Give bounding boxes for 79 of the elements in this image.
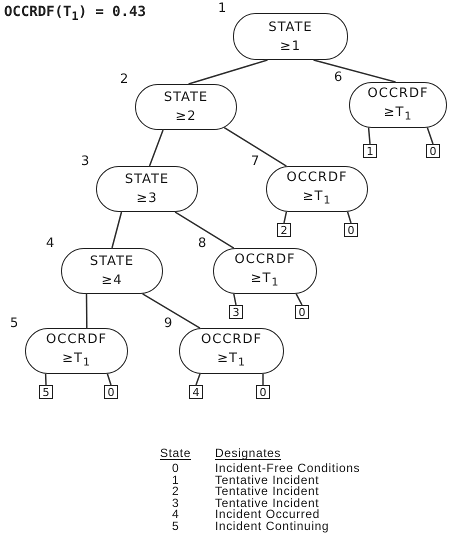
branch-line: [262, 374, 264, 385]
decision-node: [96, 166, 198, 212]
node-number: 1: [218, 1, 226, 16]
branch-line: [368, 128, 371, 144]
state-description: Tentative Incident: [215, 496, 320, 509]
node-label: OCCRDF: [286, 169, 348, 188]
node-label: OCCRDF: [46, 331, 107, 350]
node-label: STATE: [164, 89, 208, 107]
node-number: 6: [334, 70, 342, 85]
node-label: OCCRDF: [201, 331, 262, 350]
node-label: OCCRDF: [368, 85, 428, 104]
branch-line: [174, 211, 234, 249]
node-number: 8: [198, 236, 206, 251]
branch-line: [86, 294, 88, 328]
node-label: ≥T$_{1}$: [217, 350, 246, 371]
outcome-box: 3: [229, 305, 243, 319]
outcome-box: 0: [256, 385, 270, 399]
branch-line: [426, 128, 434, 144]
branch-line: [283, 212, 288, 224]
node-number: 4: [46, 236, 54, 251]
state-description: Incident-Free Conditions: [215, 462, 360, 474]
formula-note: OCCRDF(T$_{1}$) = 0.43: [4, 4, 146, 23]
column-header: Designates: [215, 447, 282, 459]
branch-line: [313, 59, 396, 83]
outcome-box: 0: [426, 144, 440, 158]
node-number: 2: [120, 72, 128, 87]
decision-node: [61, 248, 163, 294]
branch-line: [296, 294, 303, 306]
state-code: 1: [172, 474, 180, 486]
decision-node: [349, 82, 447, 128]
decision-node: [25, 328, 128, 374]
branch-line: [142, 293, 200, 329]
node-number: 5: [10, 316, 18, 331]
node-label: STATE: [124, 171, 170, 189]
node-label: ≥T$_{1}$: [302, 188, 332, 209]
state-code: 0: [172, 462, 180, 474]
node-label: ≥4: [101, 272, 123, 290]
node-number: 9: [164, 316, 172, 331]
outcome-box: 2: [277, 223, 291, 237]
column-header: State: [160, 447, 192, 459]
outcome-box: 5: [39, 385, 53, 399]
outcome-box: 4: [189, 385, 203, 399]
outcome-box: 0: [295, 305, 309, 319]
branch-line: [224, 126, 287, 167]
state-code: 2: [172, 485, 180, 498]
node-label: ≥T$_{1}$: [250, 270, 280, 291]
branch-line: [44, 374, 47, 386]
node-number: 7: [251, 154, 260, 169]
decision-node: [179, 328, 284, 374]
node-label: ≥T$_{1}$: [62, 350, 91, 371]
branch-line: [233, 294, 237, 306]
state-code: 4: [172, 508, 180, 520]
branch-line: [346, 212, 352, 224]
decision-node: [266, 166, 368, 212]
state-description: Incident Continuing: [215, 520, 330, 532]
node-label: ≥T$_{1}$: [384, 104, 412, 125]
decision-node: [233, 13, 348, 60]
state-description: Tentative Incident: [215, 485, 320, 498]
node-label: ≥1: [280, 38, 302, 56]
outcome-box: 0: [344, 223, 358, 237]
branch-line: [188, 59, 268, 85]
node-number: 3: [81, 154, 90, 169]
state-description: Incident Occurred: [215, 508, 320, 520]
branch-line: [195, 374, 201, 386]
node-label: STATE: [268, 18, 313, 36]
state-code: 3: [172, 496, 180, 509]
decision-node: [135, 84, 237, 130]
node-label: ≥3: [136, 190, 158, 208]
state-code: 5: [172, 520, 180, 532]
node-label: STATE: [90, 253, 134, 271]
branch-line: [111, 212, 122, 248]
outcome-box: 1: [363, 144, 377, 158]
node-label: ≥2: [175, 108, 197, 126]
decision-node: [213, 248, 317, 294]
outcome-box: 0: [104, 385, 118, 399]
state-description: Tentative Incident: [215, 474, 320, 486]
node-label: OCCRDF: [234, 251, 296, 270]
branch-line: [106, 374, 112, 386]
branch-line: [148, 130, 164, 166]
